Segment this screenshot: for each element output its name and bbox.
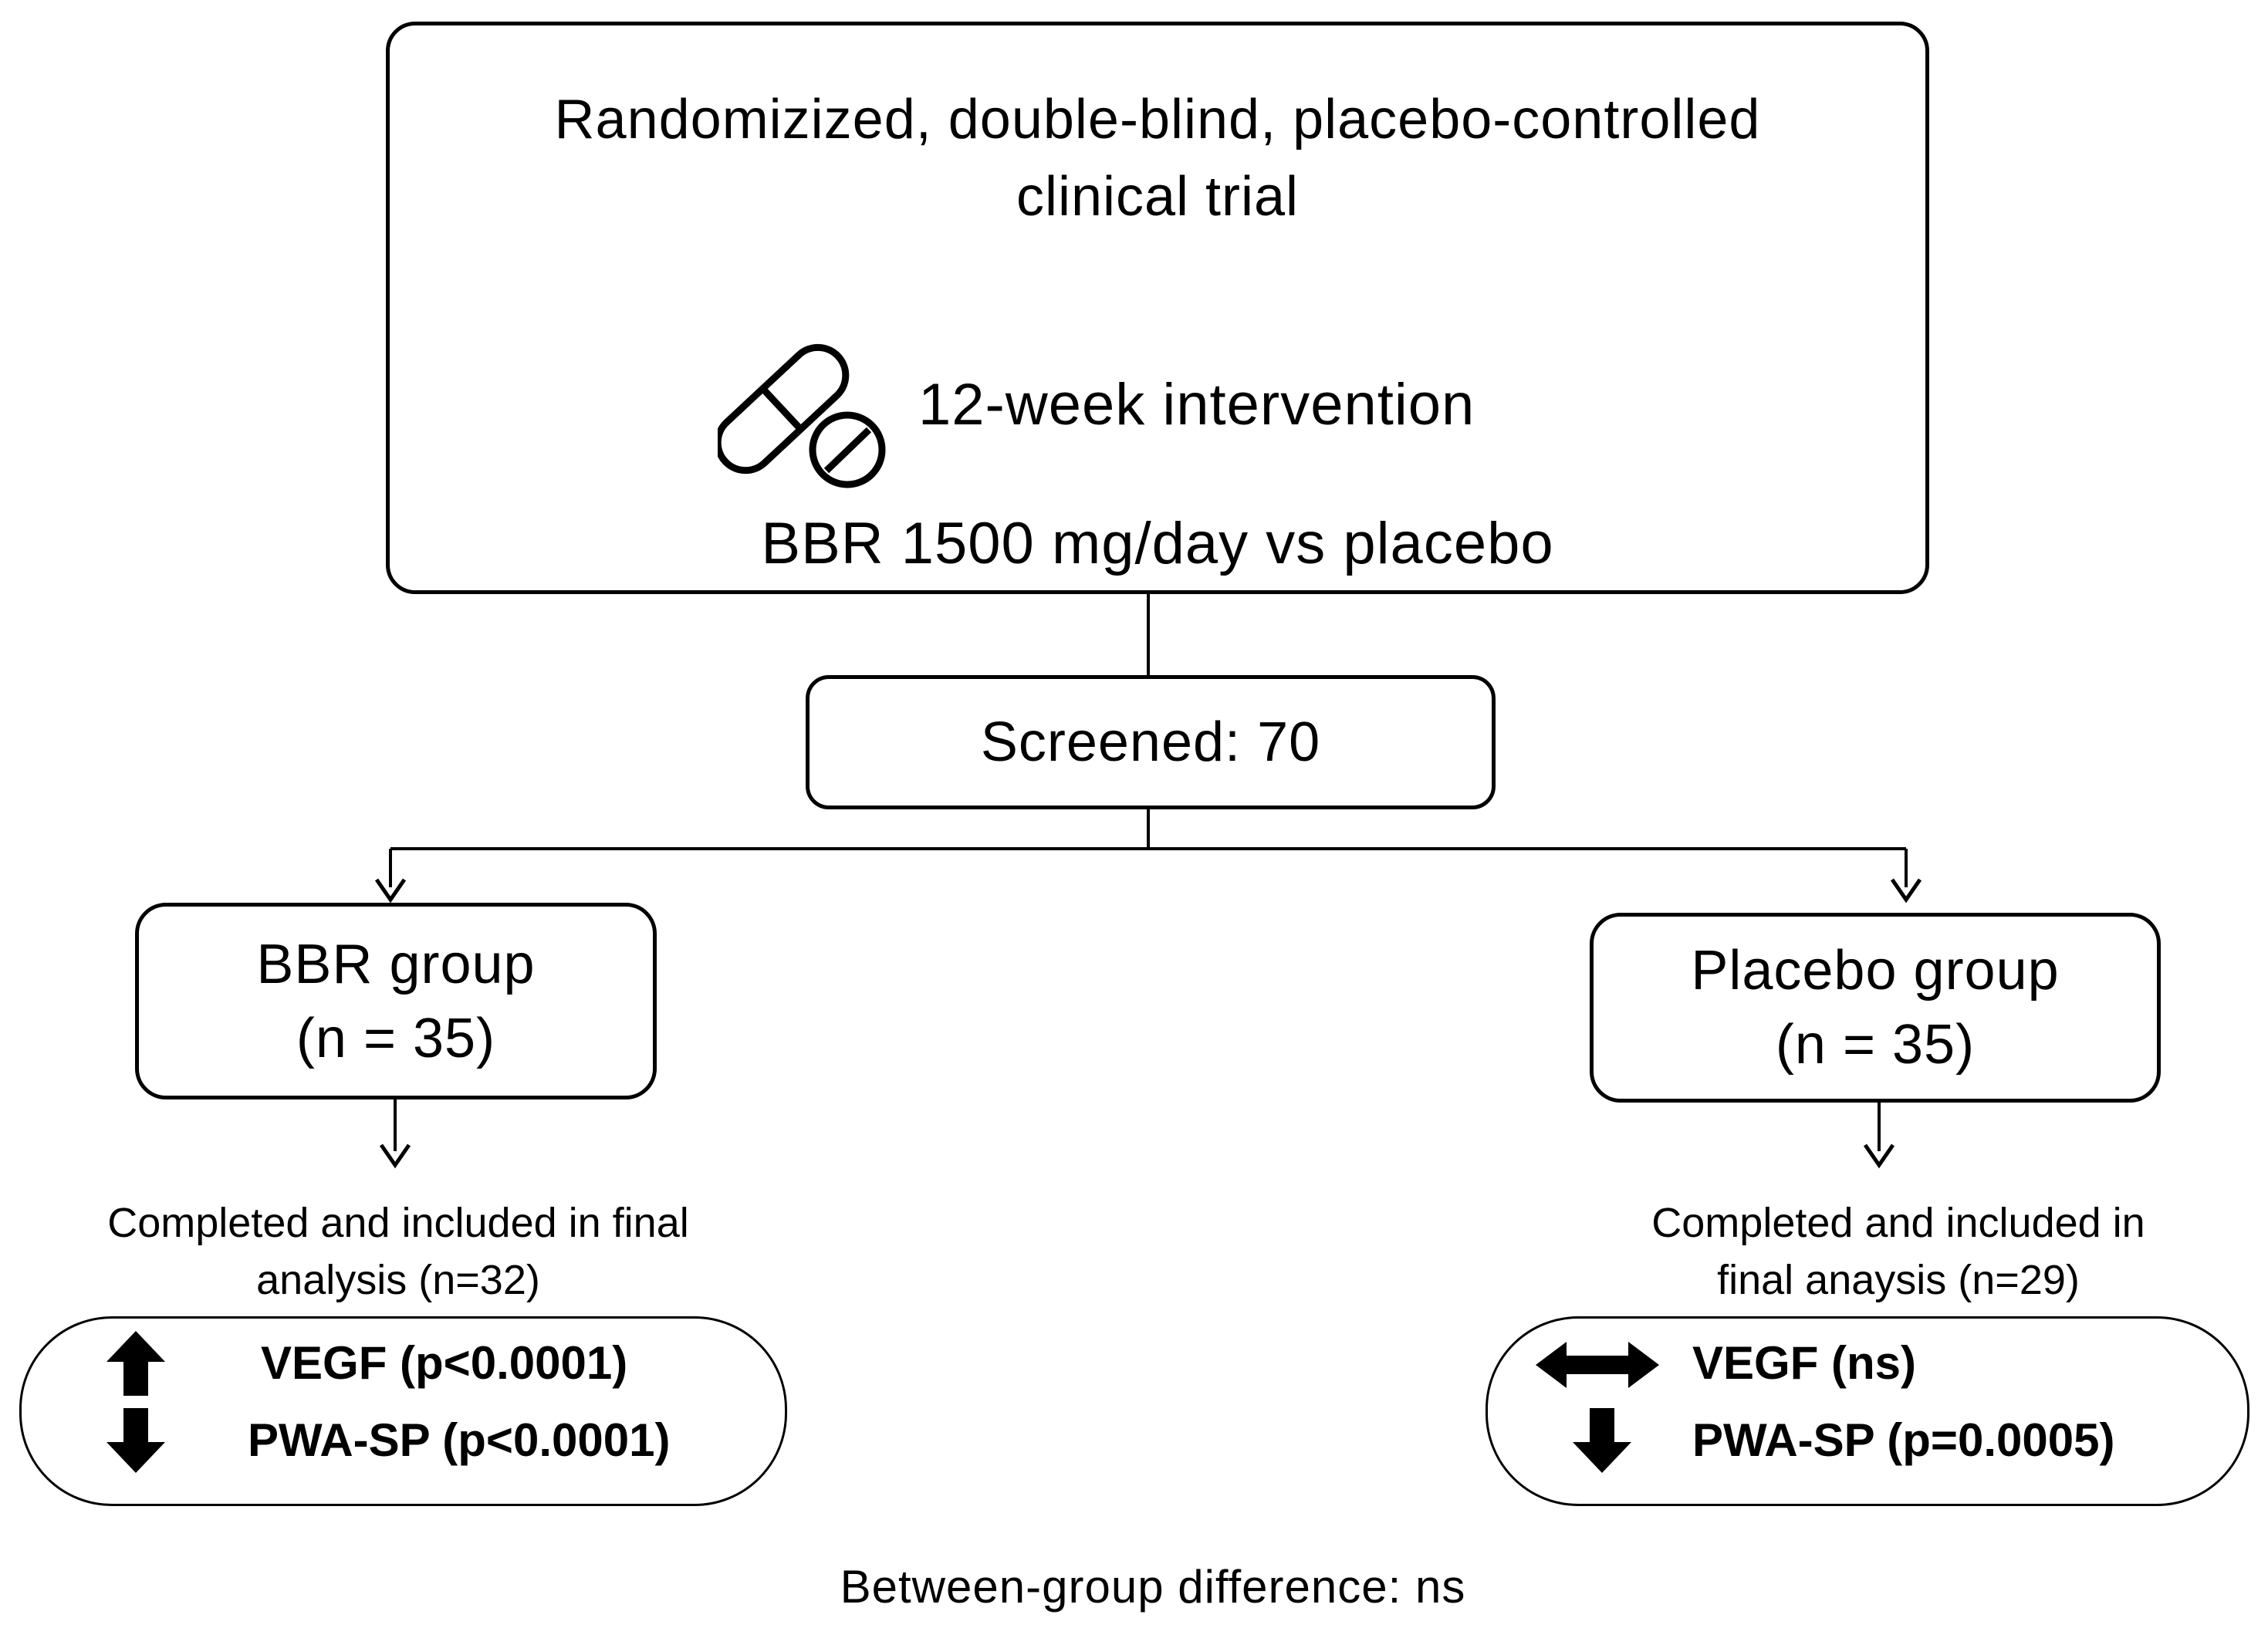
arrowhead-bbr-completed (379, 1143, 411, 1169)
arrowhead-left-branch (374, 878, 407, 904)
left-right-arrow-icon (1536, 1342, 1659, 1388)
placebo-outcome-pwasp-label: PWA-SP (p=0.0005) (1692, 1414, 2115, 1466)
arrowhead-placebo-completed (1863, 1143, 1895, 1169)
placebo-completed-line2: final anaysis (n=29) (1717, 1257, 2080, 1303)
placebo-outcomes-box: VEGF (ns) PWA-SP (p=0.0005) (1486, 1316, 2249, 1506)
trial-title-line1: Randomizized, double-blind, placebo-cont… (554, 89, 1761, 150)
screened-box: Screened: 70 (806, 675, 1496, 809)
bbr-completed-line1: Completed and included in final (107, 1200, 689, 1246)
bbr-completed-text: Completed and included in final analysis… (51, 1194, 745, 1309)
trial-title-line2: clinical trial (1016, 166, 1300, 228)
placebo-completed-text: Completed and included in final anaysis … (1551, 1194, 2246, 1309)
trial-title: Randomizized, double-blind, placebo-cont… (390, 81, 1925, 235)
placebo-group-name: Placebo group (1691, 940, 2060, 1001)
placebo-outcome-vegf-label: VEGF (ns) (1692, 1337, 1917, 1389)
placebo-group-box: Placebo group (n = 35) (1590, 913, 2161, 1103)
arrowhead-right-branch (1890, 878, 1922, 904)
bbr-group-name: BBR group (256, 933, 536, 995)
intervention-label: 12-week intervention (918, 372, 1475, 437)
screened-label: Screened: 70 (980, 711, 1321, 773)
bbr-outcome-vegf-label: VEGF (p<0.0001) (261, 1337, 628, 1389)
dosage-label: BBR 1500 mg/day vs placebo (761, 511, 1554, 576)
down-arrow-icon (1573, 1408, 1631, 1473)
bbr-group-n: (n = 35) (296, 1007, 496, 1069)
down-arrow-icon (106, 1408, 165, 1473)
up-arrow-icon (106, 1331, 165, 1396)
bbr-outcomes-box: VEGF (p<0.0001) PWA-SP (p<0.0001) (19, 1316, 787, 1506)
pills-icon (718, 343, 886, 488)
bbr-completed-line2: analysis (n=32) (256, 1257, 540, 1303)
placebo-group-n: (n = 35) (1775, 1014, 1976, 1076)
bbr-outcome-pwasp-label: PWA-SP (p<0.0001) (248, 1414, 671, 1466)
trial-design-box: Randomizized, double-blind, placebo-cont… (386, 22, 1929, 594)
placebo-completed-line1: Completed and included in (1651, 1200, 2145, 1246)
bbr-group-box: BBR group (n = 35) (135, 903, 657, 1099)
between-group-difference-text: Between-group difference: ns (840, 1561, 1466, 1613)
